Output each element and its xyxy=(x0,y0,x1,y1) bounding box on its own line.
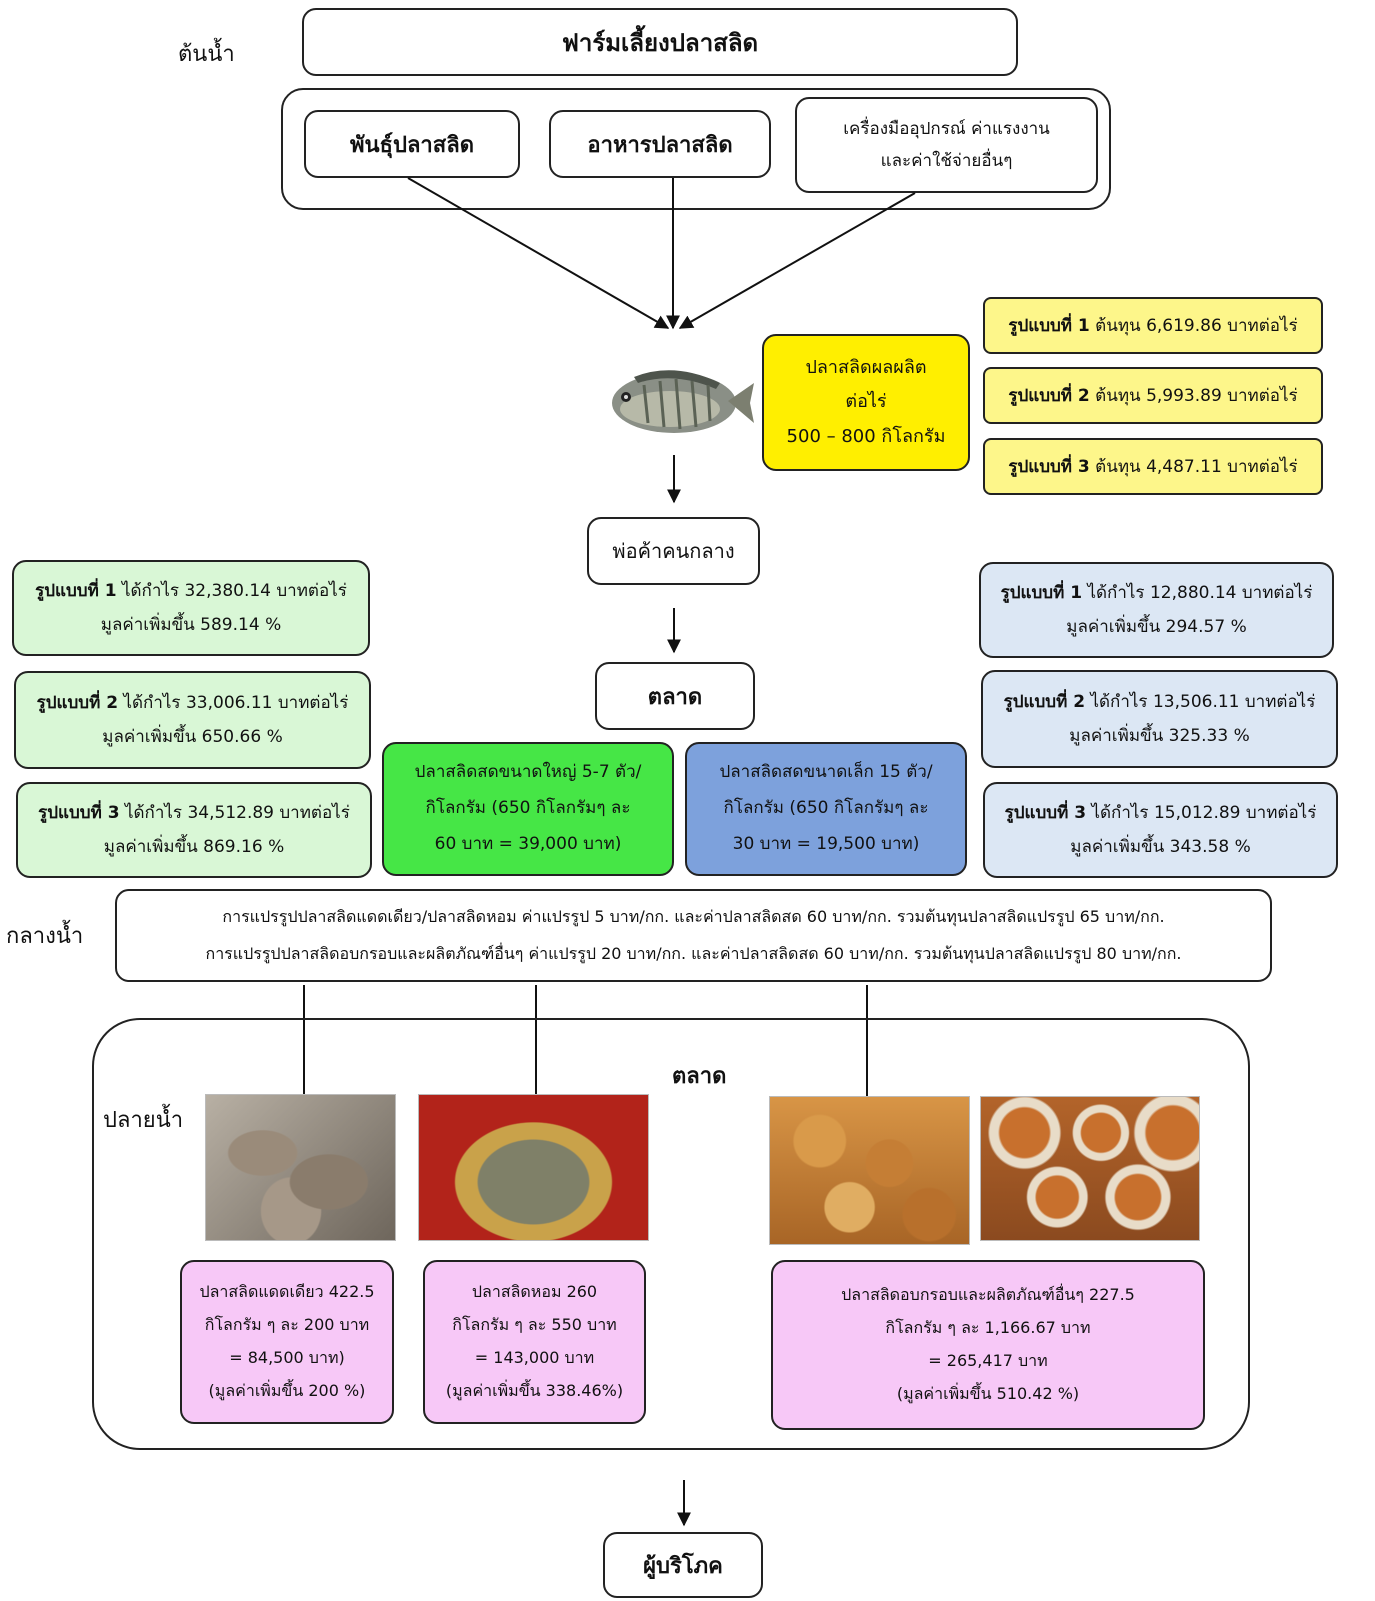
profit-small-va-1: มูลค่าเพิ่มขึ้น 294.57 % xyxy=(1066,617,1247,637)
profit-large-box-2: รูปแบบที่ 2 ได้กำไร 33,006.11 บาทต่อไร่ … xyxy=(14,671,371,769)
input-seed: พันธุ์ปลาสลิด xyxy=(350,132,474,158)
profit-small-label-1: รูปแบบที่ 1 xyxy=(1000,583,1083,603)
input-seed-box: พันธุ์ปลาสลิด xyxy=(304,110,520,178)
yield-line3: 500 – 800 กิโลกรัม xyxy=(786,425,946,447)
yield-box: ปลาสลิดผลผลิต ต่อไร่ 500 – 800 กิโลกรัม xyxy=(762,334,970,471)
product-box-sundried: ปลาสลิดแดดเดียว 422.5 กิโลกรัม ๆ ละ 200 … xyxy=(180,1260,394,1424)
profit-small-box-2: รูปแบบที่ 2 ได้กำไร 13,506.11 บาทต่อไร่ … xyxy=(981,670,1338,768)
cost-label-2: รูปแบบที่ 2 xyxy=(1008,386,1090,406)
fresh-small-line1: ปลาสลิดสดขนาดเล็ก 15 ตัว/ xyxy=(719,762,933,783)
fresh-small-box: ปลาสลิดสดขนาดเล็ก 15 ตัว/ กิโลกรัม (650 … xyxy=(685,742,967,876)
profit-small-va-3: มูลค่าเพิ่มขึ้น 343.58 % xyxy=(1070,837,1251,857)
yield-line2: ต่อไร่ xyxy=(845,391,887,413)
inputs-group xyxy=(281,88,1111,210)
profit-large-va-2: มูลค่าเพิ่มขึ้น 650.66 % xyxy=(102,727,283,747)
profit-large-label-1: รูปแบบที่ 1 xyxy=(35,581,117,601)
profit-small-label-2: รูปแบบที่ 2 xyxy=(1003,692,1086,712)
product-sundried-line4: (มูลค่าเพิ่มขึ้น 200 %) xyxy=(208,1380,366,1400)
input-equipment-line1: เครื่องมืออุปกรณ์ ค่าแรงงาน xyxy=(843,118,1050,139)
fresh-large-line2: กิโลกรัม (650 กิโลกรัมๆ ละ xyxy=(425,798,631,819)
profit-large-box-1: รูปแบบที่ 1 ได้กำไร 32,380.14 บาทต่อไร่ … xyxy=(12,560,370,656)
profit-small-text-1: ได้กำไร 12,880.14 บาทต่อไร่ xyxy=(1087,583,1313,603)
fresh-small-line3: 30 บาท = 19,500 บาท) xyxy=(732,833,920,854)
yield-line1: ปลาสลิดผลผลิต xyxy=(805,357,927,379)
profit-large-label-2: รูปแบบที่ 2 xyxy=(36,693,119,713)
product-smoked-line4: (มูลค่าเพิ่มขึ้น 338.46%) xyxy=(445,1380,624,1400)
product-box-crispy: ปลาสลิดอบกรอบและผลิตภัณฑ์อื่นๆ 227.5 กิโ… xyxy=(771,1260,1205,1430)
cost-text-3: ต้นทุน 4,487.11 บาทต่อไร่ xyxy=(1095,457,1298,477)
profit-small-va-2: มูลค่าเพิ่มขึ้น 325.33 % xyxy=(1069,726,1250,746)
consumer-box: ผู้บริโภค xyxy=(603,1532,763,1598)
arrow-equipment-to-fish xyxy=(678,192,916,329)
consumer-label: ผู้บริโภค xyxy=(643,1553,723,1579)
input-feed-box: อาหารปลาสลิด xyxy=(549,110,771,178)
farm-title-box: ฟาร์มเลี้ยงปลาสลิด xyxy=(302,8,1018,76)
market-mid-box: ตลาด xyxy=(595,662,755,730)
crispy-fish-image xyxy=(769,1096,970,1245)
product-sundried-line1: ปลาสลิดแดดเดียว 422.5 xyxy=(199,1282,375,1302)
product-crispy-line3: = 265,417 บาท xyxy=(928,1351,1048,1370)
profit-large-text-3: ได้กำไร 34,512.89 บาทต่อไร่ xyxy=(124,803,350,823)
stage-upstream-label: ต้นน้ำ xyxy=(178,42,235,67)
cost-box-3: รูปแบบที่ 3 ต้นทุน 4,487.11 บาทต่อไร่ xyxy=(983,438,1323,495)
sundried-fish-image xyxy=(205,1094,396,1241)
profit-small-text-3: ได้กำไร 15,012.89 บาทต่อไร่ xyxy=(1091,803,1317,823)
input-feed: อาหารปลาสลิด xyxy=(587,132,733,158)
profit-large-box-3: รูปแบบที่ 3 ได้กำไร 34,512.89 บาทต่อไร่ … xyxy=(16,782,372,878)
processing-line2: การแปรรูปปลาสลิดอบกรอบและผลิตภัณฑ์อื่นๆ … xyxy=(205,943,1182,963)
product-crispy-line4: (มูลค่าเพิ่มขึ้น 510.42 %) xyxy=(896,1383,1080,1403)
input-equipment-box: เครื่องมืออุปกรณ์ ค่าแรงงาน และค่าใช้จ่า… xyxy=(795,97,1098,193)
processing-box: การแปรรูปปลาสลิดแดดเดียว/ปลาสลิดหอม ค่าแ… xyxy=(115,889,1272,982)
product-smoked-line1: ปลาสลิดหอม 260 xyxy=(471,1282,598,1302)
cost-box-2: รูปแบบที่ 2 ต้นทุน 5,993.89 บาทต่อไร่ xyxy=(983,367,1323,424)
stage-midstream-label: กลางน้ำ xyxy=(6,924,84,949)
profit-large-text-2: ได้กำไร 33,006.11 บาทต่อไร่ xyxy=(123,693,349,713)
product-crispy-line2: กิโลกรัม ๆ ละ 1,166.67 บาท xyxy=(885,1318,1091,1338)
processing-line1: การแปรรูปปลาสลิดแดดเดียว/ปลาสลิดหอม ค่าแ… xyxy=(222,906,1165,926)
middleman-box: พ่อค้าคนกลาง xyxy=(587,517,760,585)
profit-large-text-1: ได้กำไร 32,380.14 บาทต่อไร่ xyxy=(121,581,347,601)
product-sundried-line3: = 84,500 บาท) xyxy=(229,1348,345,1367)
fresh-large-line1: ปลาสลิดสดขนาดใหญ่ 5-7 ตัว/ xyxy=(414,762,642,783)
fresh-large-box: ปลาสลิดสดขนาดใหญ่ 5-7 ตัว/ กิโลกรัม (650… xyxy=(382,742,674,876)
smoked-fish-image xyxy=(418,1094,649,1241)
profit-large-label-3: รูปแบบที่ 3 xyxy=(38,803,120,823)
fresh-large-line3: 60 บาท = 39,000 บาท) xyxy=(434,833,622,854)
stage-downstream-label: ปลายน้ำ xyxy=(103,1108,184,1133)
middleman-label: พ่อค้าคนกลาง xyxy=(612,539,735,563)
product-box-smoked: ปลาสลิดหอม 260 กิโลกรัม ๆ ละ 550 บาท = 1… xyxy=(423,1260,646,1424)
fresh-small-line2: กิโลกรัม (650 กิโลกรัมๆ ละ xyxy=(723,798,929,819)
arrow-seed-to-fish xyxy=(407,177,670,329)
product-smoked-line3: = 143,000 บาท xyxy=(474,1348,595,1367)
fish-illustration xyxy=(612,370,754,433)
market-down-label: ตลาด xyxy=(672,1064,727,1089)
profit-small-text-2: ได้กำไร 13,506.11 บาทต่อไร่ xyxy=(1090,692,1316,712)
input-equipment-line2: และค่าใช้จ่ายอื่นๆ xyxy=(880,151,1013,171)
cost-text-2: ต้นทุน 5,993.89 บาทต่อไร่ xyxy=(1095,386,1298,406)
product-sundried-line2: กิโลกรัม ๆ ละ 200 บาท xyxy=(204,1315,370,1335)
cost-label-1: รูปแบบที่ 1 xyxy=(1008,316,1090,336)
profit-small-box-1: รูปแบบที่ 1 ได้กำไร 12,880.14 บาทต่อไร่ … xyxy=(979,562,1334,658)
cost-text-1: ต้นทุน 6,619.86 บาทต่อไร่ xyxy=(1095,316,1298,336)
product-crispy-line1: ปลาสลิดอบกรอบและผลิตภัณฑ์อื่นๆ 227.5 xyxy=(841,1285,1135,1305)
cost-box-1: รูปแบบที่ 1 ต้นทุน 6,619.86 บาทต่อไร่ xyxy=(983,297,1323,354)
farm-title: ฟาร์มเลี้ยงปลาสลิด xyxy=(561,28,759,57)
market-mid-label: ตลาด xyxy=(647,684,703,710)
profit-large-va-3: มูลค่าเพิ่มขึ้น 869.16 % xyxy=(103,837,285,857)
fish-floss-image xyxy=(980,1096,1200,1241)
downstream-group xyxy=(92,1018,1250,1450)
profit-large-va-1: มูลค่าเพิ่มขึ้น 589.14 % xyxy=(100,615,282,635)
profit-small-label-3: รูปแบบที่ 3 xyxy=(1004,803,1087,823)
profit-small-box-3: รูปแบบที่ 3 ได้กำไร 15,012.89 บาทต่อไร่ … xyxy=(983,782,1338,878)
cost-label-3: รูปแบบที่ 3 xyxy=(1008,457,1090,477)
product-smoked-line2: กิโลกรัม ๆ ละ 550 บาท xyxy=(452,1315,617,1335)
